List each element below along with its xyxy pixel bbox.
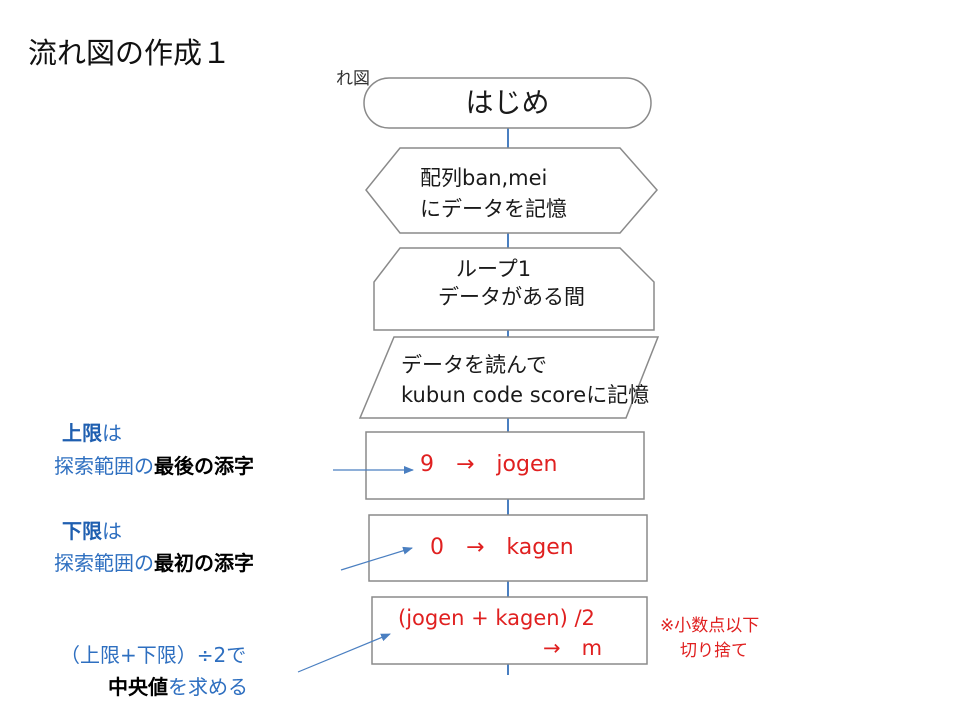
process-box-kagen [368,514,648,582]
loop-start-shape [373,247,655,331]
upper-note-label: 上限 [62,421,102,445]
upper-note-prefix: 探索範囲の [54,454,154,478]
upper-note-line2: 探索範囲の最後の添字 [54,451,254,481]
preparation-shape [365,147,658,234]
input-shape [358,336,660,419]
lower-note-suffix: は [102,519,122,543]
loop-label-line2: データがある間 [438,285,585,309]
process-box-middle [371,596,648,665]
middle-note-suffix: を求める [168,675,248,699]
lower-note-arrow [340,546,413,571]
lower-note-label: 下限 [62,519,102,543]
process-kagen-label: 0 → kagen [430,535,574,560]
process-box-jogen [365,431,645,500]
middle-note-line1: （上限+下限）÷2で [60,643,247,667]
lower-note-line1: 下限は [62,516,122,546]
middle-note-line2: 中央値を求める [108,672,248,702]
upper-note-bold: 最後の添字 [154,454,254,478]
remark-line1: ※小数点以下 [660,616,760,636]
input-label-line1: データを読んで [401,353,547,377]
start-terminal-shape [363,77,652,129]
preparation-label-line1: 配列ban,mei [420,166,548,190]
upper-note-suffix: は [102,421,122,445]
loop-label-line1: ループ1 [456,257,532,281]
upper-note-line1: 上限は [62,418,122,448]
process-middle-label-line1: (jogen + kagen) /2 [398,606,595,630]
remark-line2: 切り捨て [680,641,748,661]
process-jogen-label: 9 → jogen [420,452,558,477]
lower-note-prefix: 探索範囲の [54,551,154,575]
start-terminal-label: はじめ [465,86,550,119]
middle-note-bold: 中央値 [108,675,168,699]
process-middle-label-line2: → m [543,636,603,660]
cut-off-label: れ図 [336,69,370,89]
preparation-label-line2: にデータを記憶 [420,197,567,221]
lower-note-bold: 最初の添字 [154,551,254,575]
slide-title: 流れ図の作成１ [28,36,232,70]
middle-note-arrow [297,633,391,673]
input-label-line2: kubun code scoreに記憶 [401,383,650,407]
lower-note-line2: 探索範囲の最初の添字 [54,548,254,578]
